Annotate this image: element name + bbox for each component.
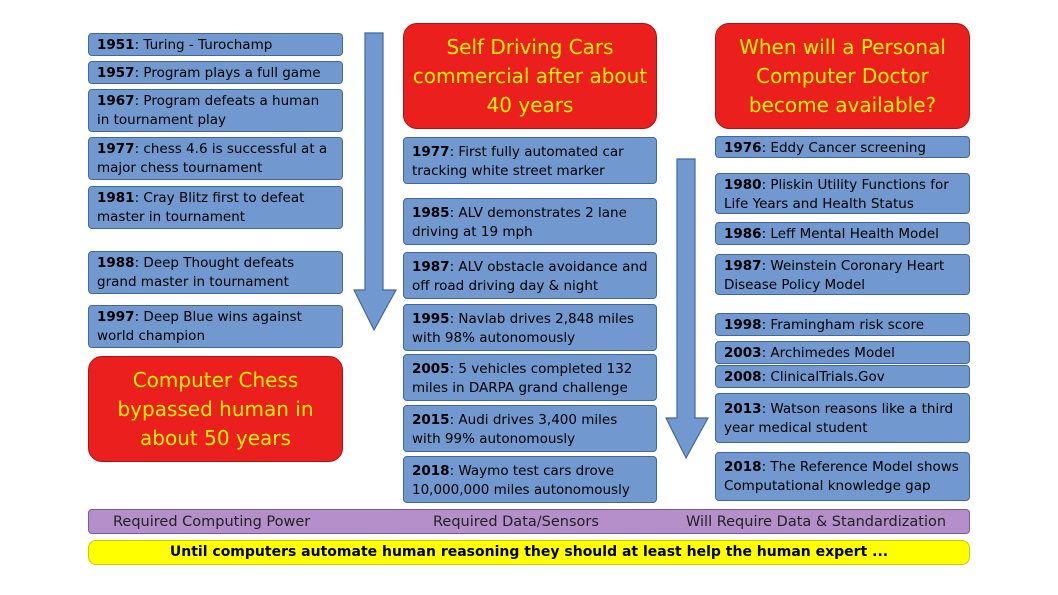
chess-item-1957: 1957: Program plays a full game	[88, 61, 343, 84]
doctor-item-2003: 2003: Archimedes Model	[715, 341, 970, 364]
chess-timeline-arrow	[353, 32, 398, 332]
doctor-item-1976: 1976: Eddy Cancer screening	[715, 136, 970, 158]
chess-item-1988: 1988: Deep Thought defeats grand master …	[88, 251, 343, 294]
chess-item-1951: 1951: Turing - Turochamp	[88, 33, 343, 56]
requirement-doctor: Will Require Data & Standardization	[686, 514, 947, 530]
cars-item-1995: 1995: Navlab drives 2,848 miles with 98%…	[403, 304, 657, 351]
cars-item-1985: 1985: ALV demonstrates 2 lane driving at…	[403, 198, 657, 245]
doctor-item-1980: 1980: Pliskin Utility Functions for Life…	[715, 173, 970, 214]
cars-item-2015: 2015: Audi drives 3,400 miles with 99% a…	[403, 405, 657, 452]
cars-header: Self Driving Cars commercial after about…	[403, 23, 657, 129]
chess-item-1977: 1977: chess 4.6 is successful at a major…	[88, 137, 343, 180]
requirement-chess: Required Computing Power	[113, 514, 311, 530]
doctor-item-1998: 1998: Framingham risk score	[715, 313, 970, 336]
cars-item-2018: 2018: Waymo test cars drove 10,000,000 m…	[403, 456, 657, 503]
requirements-bar: Required Computing Power Required Data/S…	[88, 509, 970, 534]
requirement-cars: Required Data/Sensors	[433, 514, 599, 530]
cars-timeline-arrow	[665, 158, 710, 460]
cars-item-1987: 1987: ALV obstacle avoidance and off roa…	[403, 252, 657, 299]
doctor-item-1987: 1987: Weinstein Coronary Heart Disease P…	[715, 254, 970, 295]
doctor-item-2018: 2018: The Reference Model shows Computat…	[715, 452, 970, 501]
doctor-header: When will a Personal Computer Doctor bec…	[715, 23, 970, 129]
chess-item-1981: 1981: Cray Blitz first to defeat master …	[88, 186, 343, 229]
doctor-item-2008: 2008: ClinicalTrials.Gov	[715, 365, 970, 388]
chess-item-1967: 1967: Program defeats a human in tournam…	[88, 89, 343, 132]
chess-item-1997: 1997: Deep Blue wins against world champ…	[88, 305, 343, 348]
footer-banner: Until computers automate human reasoning…	[88, 540, 970, 565]
doctor-item-2013: 2013: Watson reasons like a third year m…	[715, 393, 970, 443]
cars-item-1977: 1977: First fully automated car tracking…	[403, 137, 657, 184]
doctor-item-1986: 1986: Leff Mental Health Model	[715, 222, 970, 245]
chess-summary: Computer Chess bypassed human in about 5…	[88, 356, 343, 462]
cars-item-2005: 2005: 5 vehicles completed 132 miles in …	[403, 354, 657, 401]
